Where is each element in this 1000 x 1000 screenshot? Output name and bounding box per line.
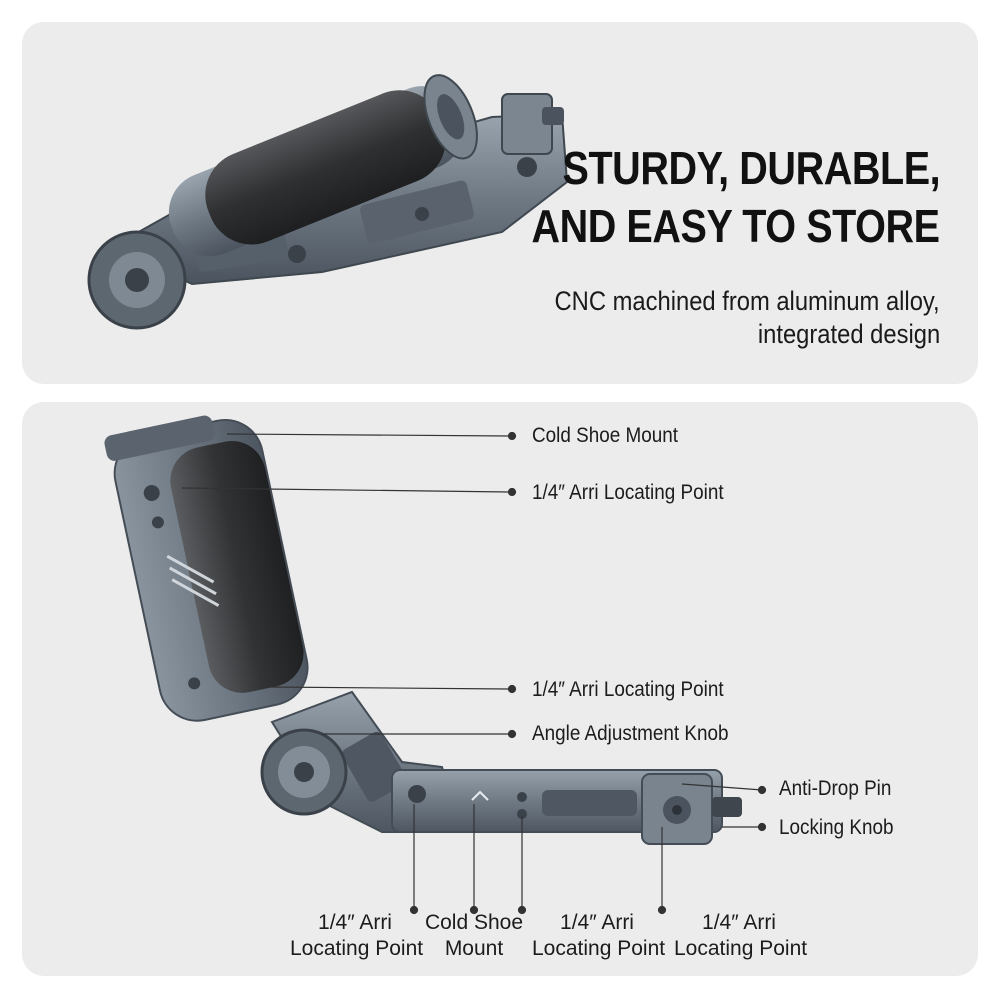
horizontal-arm <box>391 769 742 845</box>
bottom-label-arri-1: 1/4″ Arri Locating Point <box>290 910 424 962</box>
bottom-label-arri-3: 1/4″ Arri Locating Point <box>674 910 808 962</box>
top-panel: STURDY, DURABLE, AND EASY TO STORE CNC m… <box>22 22 978 384</box>
bottom-label-arri-3-line2: Locating Point <box>674 937 808 960</box>
hinge-knob <box>87 230 187 330</box>
subline-line-1: CNC machined from aluminum alloy, <box>554 286 940 316</box>
callout-lines <box>181 431 767 915</box>
callout-cold-shoe-mount: Cold Shoe Mount <box>532 424 679 447</box>
callout-angle-adjustment-knob: Angle Adjustment Knob <box>532 722 729 745</box>
unfolded-handle-image <box>104 415 767 915</box>
bottom-label-arri-1-line1: 1/4″ Arri <box>318 911 392 934</box>
bottom-label-arri-2: 1/4″ Arri Locating Point <box>532 910 666 962</box>
callout-arri-locating-point-mid: 1/4″ Arri Locating Point <box>532 678 724 701</box>
bottom-label-arri-2-line1: 1/4″ Arri <box>560 911 634 934</box>
bottom-label-cold-shoe-line2: Mount <box>444 937 504 960</box>
vertical-grip <box>104 415 309 722</box>
bottom-label-arri-3-line1: 1/4″ Arri <box>702 911 776 934</box>
callout-arri-locating-point-top: 1/4″ Arri Locating Point <box>532 481 724 504</box>
bottom-label-arri-2-line2: Locating Point <box>532 937 666 960</box>
angle-adjustment-knob <box>260 728 348 816</box>
grip-handle <box>168 74 478 257</box>
bottom-panel: Cold Shoe Mount 1/4″ Arri Locating Point… <box>22 402 978 976</box>
callout-locking-knob: Locking Knob <box>779 816 894 839</box>
bottom-label-cold-shoe-line1: Cold Shoe <box>424 911 524 934</box>
bottom-label-arri-1-line2: Locating Point <box>290 937 424 960</box>
bottom-label-cold-shoe: Cold Shoe Mount <box>424 910 524 962</box>
subline-line-2: integrated design <box>757 319 940 349</box>
headline-line-1: STURDY, DURABLE, <box>562 142 940 194</box>
headline-line-2: AND EASY TO STORE <box>531 200 941 252</box>
folded-handle-image <box>87 74 569 330</box>
callout-anti-drop-pin: Anti-Drop Pin <box>779 777 892 800</box>
